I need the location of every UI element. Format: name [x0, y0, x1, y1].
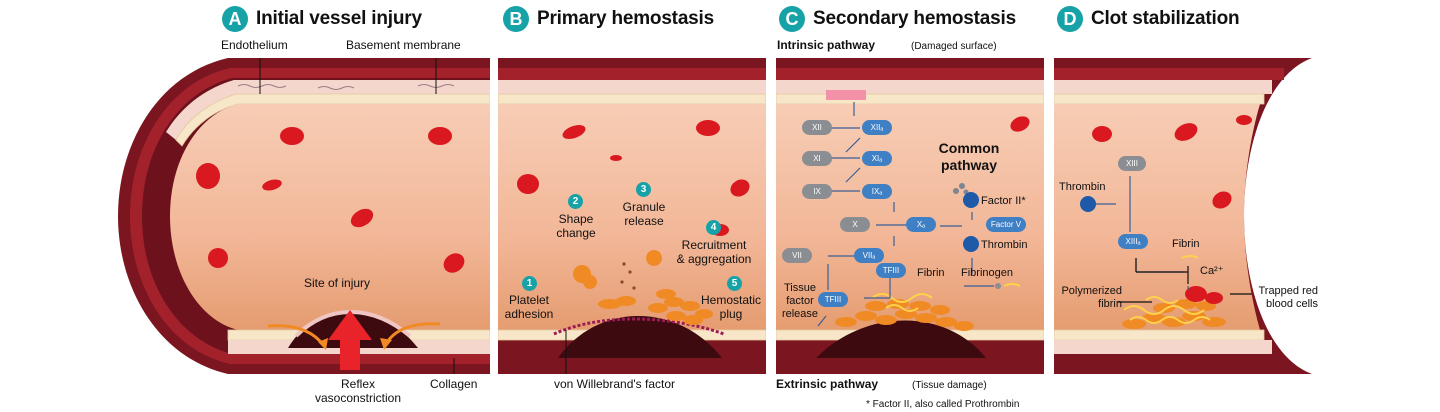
step-5-line2: plug — [719, 307, 743, 321]
step-3-badge: 3 — [636, 182, 651, 197]
tissue-line3: release — [781, 308, 819, 320]
common-line1: Common — [938, 140, 1000, 156]
factor-v: Factor V — [986, 217, 1026, 232]
reflex-vasoconstriction-label: Reflex vasoconstriction — [308, 377, 408, 405]
step-5-badge: 5 — [727, 276, 742, 291]
fibrin-label-d: Fibrin — [1172, 238, 1200, 250]
factor-xiia: XIIₐ — [862, 120, 892, 135]
factor-ixa: IXₐ — [862, 184, 892, 199]
step-2-line2: change — [556, 226, 596, 240]
platelet-adhesion-label: Platelet adhesion — [500, 293, 558, 321]
step-4-line2: & aggregation — [676, 252, 752, 266]
poly-line2: fibrin — [1098, 298, 1122, 310]
panel-c-title: Secondary hemostasis — [813, 8, 1016, 29]
poly-line1: Polymerized — [1061, 285, 1122, 297]
panel-b-header: B Primary hemostasis — [503, 4, 714, 34]
footnote: * Factor II, also called Prothrombin — [866, 399, 1020, 410]
calcium-label: Ca²⁺ — [1200, 265, 1224, 277]
step-4-badge: 4 — [706, 220, 721, 235]
common-pathway-label: Common pathway — [926, 140, 1012, 174]
reflex-line2: vasoconstriction — [314, 391, 402, 405]
factor-tfiii-upper: TFIII — [876, 263, 906, 278]
site-of-injury-label: Site of injury — [304, 276, 371, 290]
trapped-line1: Trapped red — [1258, 285, 1318, 297]
shape-change-label: Shape change — [552, 212, 600, 240]
tissue-line1: Tissue — [784, 282, 816, 294]
factor-xii: XII — [802, 120, 832, 135]
endothelium-label: Endothelium — [221, 38, 288, 52]
factor-vii: VII — [782, 248, 812, 263]
step-1-badge: 1 — [522, 276, 537, 291]
polymerized-fibrin-label: Polymerized fibrin — [1058, 285, 1122, 311]
step-1-line1: Platelet — [508, 293, 550, 307]
intrinsic-note: (Damaged surface) — [911, 41, 997, 52]
thrombin-label-c: Thrombin — [981, 239, 1028, 251]
panel-b-badge: B — [503, 6, 529, 32]
panel-d-title: Clot stabilization — [1091, 8, 1240, 29]
panel-d-illustration — [1054, 58, 1322, 374]
factor-xia: XIₐ — [862, 151, 892, 166]
factor-xiiia: XIIIₐ — [1118, 234, 1148, 249]
panel-a-header: A Initial vessel injury — [222, 4, 422, 34]
panel-b-illustration — [498, 58, 766, 374]
panel-a-badge: A — [222, 6, 248, 32]
factor-viia: VIIₐ — [854, 248, 884, 263]
granule-release-label: Granule release — [616, 200, 672, 228]
tissue-factor-release-label: Tissue factor release — [776, 282, 824, 321]
step-3-line1: Granule — [622, 200, 666, 214]
factor-ii-label: Factor II* — [981, 195, 1026, 207]
panel-b-title: Primary hemostasis — [537, 8, 714, 29]
extrinsic-pathway-label: Extrinsic pathway — [776, 377, 879, 391]
fibrinogen-label: Fibrinogen — [961, 267, 1013, 279]
panel-d-header: D Clot stabilization — [1057, 4, 1240, 34]
panel-c-badge: C — [779, 6, 805, 32]
panel-c-illustration — [776, 58, 1044, 374]
panel-c-header: C Secondary hemostasis — [779, 4, 1016, 34]
step-2-badge: 2 — [568, 194, 583, 209]
step-1-line2: adhesion — [504, 307, 554, 321]
factor-xiii: XIII — [1118, 156, 1146, 171]
factor-xi: XI — [802, 151, 832, 166]
step-2-line1: Shape — [558, 212, 594, 226]
basement-membrane-label: Basement membrane — [346, 38, 461, 52]
reflex-line1: Reflex — [340, 377, 375, 391]
von-willebrand-factor-label: von Willebrand's factor — [554, 377, 676, 391]
step-5-line1: Hemostatic — [700, 293, 762, 307]
panel-a-title: Initial vessel injury — [256, 8, 422, 29]
common-line2: pathway — [940, 157, 997, 173]
factor-tfiii-lower: TFIII — [818, 292, 848, 307]
factor-x: X — [840, 217, 870, 232]
collagen-label: Collagen — [430, 377, 478, 391]
fibrin-label-c: Fibrin — [917, 267, 945, 279]
factor-ix: IX — [802, 184, 832, 199]
panel-a-illustration — [118, 58, 490, 374]
tissue-line2: factor — [786, 295, 814, 307]
thrombin-label-d: Thrombin — [1059, 181, 1106, 193]
step-3-line2: release — [624, 214, 664, 228]
panel-d-badge: D — [1057, 6, 1083, 32]
factor-xa: Xₐ — [906, 217, 936, 232]
trapped-line2: blood cells — [1266, 298, 1318, 310]
trapped-red-blood-cells-label: Trapped red blood cells — [1248, 285, 1318, 311]
step-4-line1: Recruitment — [681, 238, 747, 252]
intrinsic-pathway-label: Intrinsic pathway — [777, 38, 876, 52]
hemostatic-plug-label: Hemostatic plug — [700, 293, 762, 321]
extrinsic-note: (Tissue damage) — [912, 380, 987, 391]
recruitment-aggregation-label: Recruitment & aggregation — [676, 238, 752, 266]
